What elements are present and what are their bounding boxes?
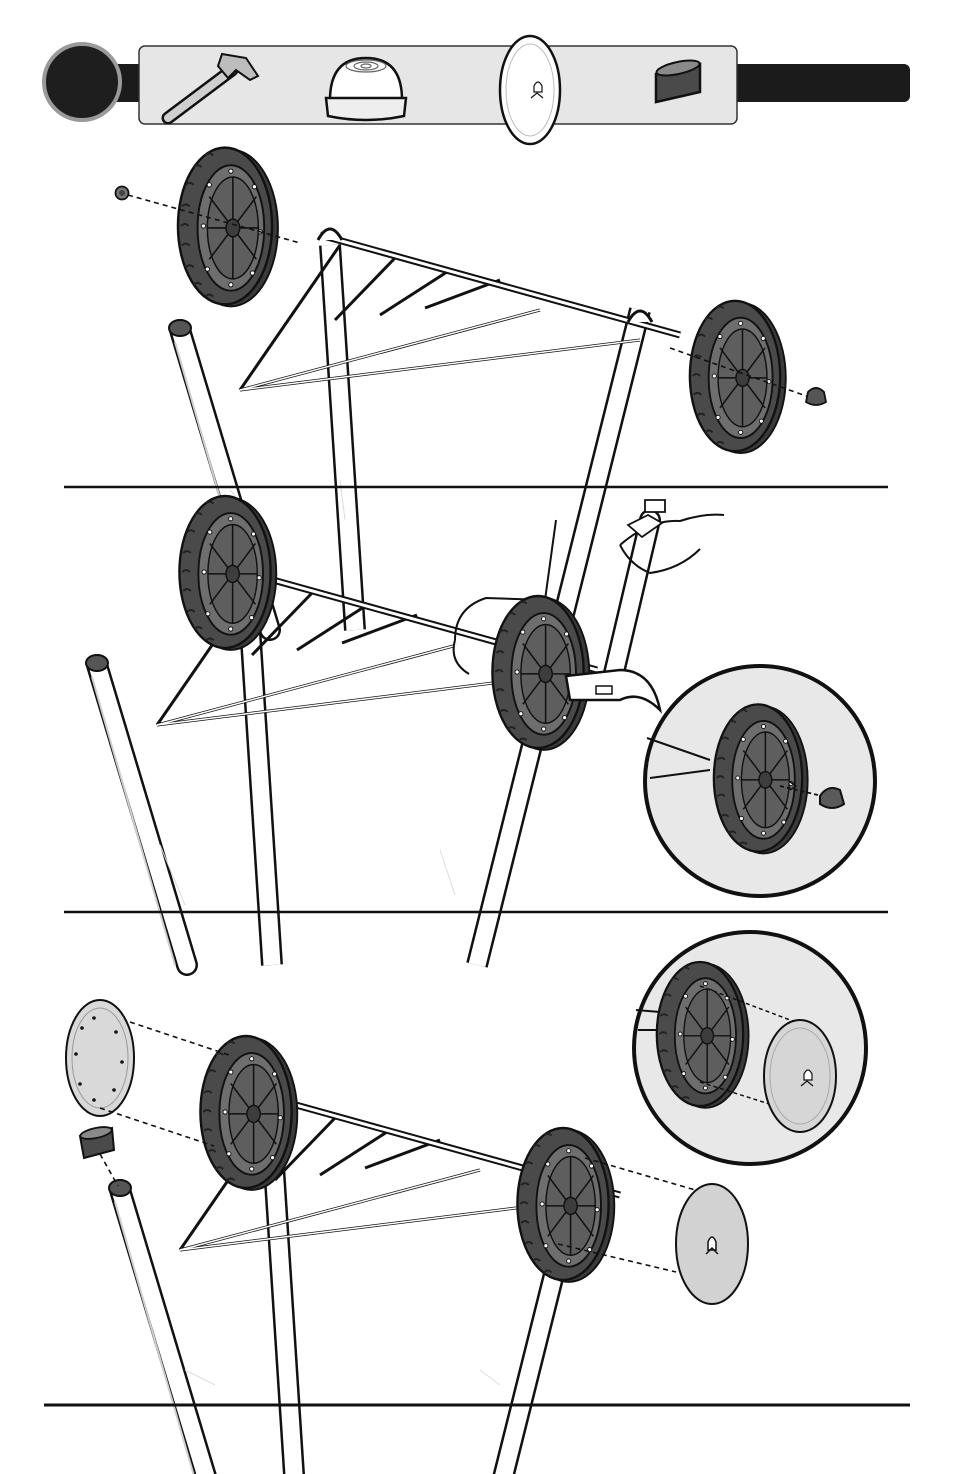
header-toolbar: [42, 34, 910, 146]
axle-cap-icon: [324, 56, 408, 122]
detail-inset-axle-cap: [643, 664, 877, 898]
panel-install-axle-and-wheels: [114, 146, 828, 630]
left-wheel: [176, 146, 280, 308]
leg-cap-icon: [654, 59, 702, 104]
panel-attach-hubcaps-and-leg-cap: [65, 930, 868, 1474]
parts-tray: [138, 45, 738, 125]
hammer-icon: [564, 509, 663, 714]
leg-cap-icon: [78, 1126, 116, 1160]
right-wheel: [688, 299, 787, 455]
axle-cap: [804, 387, 828, 406]
hammer-icon: [161, 52, 260, 125]
left-wheel: [199, 1034, 299, 1192]
hubcap-icon: [498, 34, 562, 146]
step-number-badge: [42, 42, 122, 122]
left-wheel: [178, 494, 278, 652]
axle-cap: [114, 185, 130, 201]
detail-inset-hubcap: [632, 930, 868, 1166]
right-wheel: [491, 594, 591, 752]
right-wheel: [516, 1126, 616, 1284]
left-hubcap: [65, 999, 135, 1117]
right-hubcap: [675, 1183, 749, 1305]
panel-hammer-axle-caps: [86, 494, 877, 965]
